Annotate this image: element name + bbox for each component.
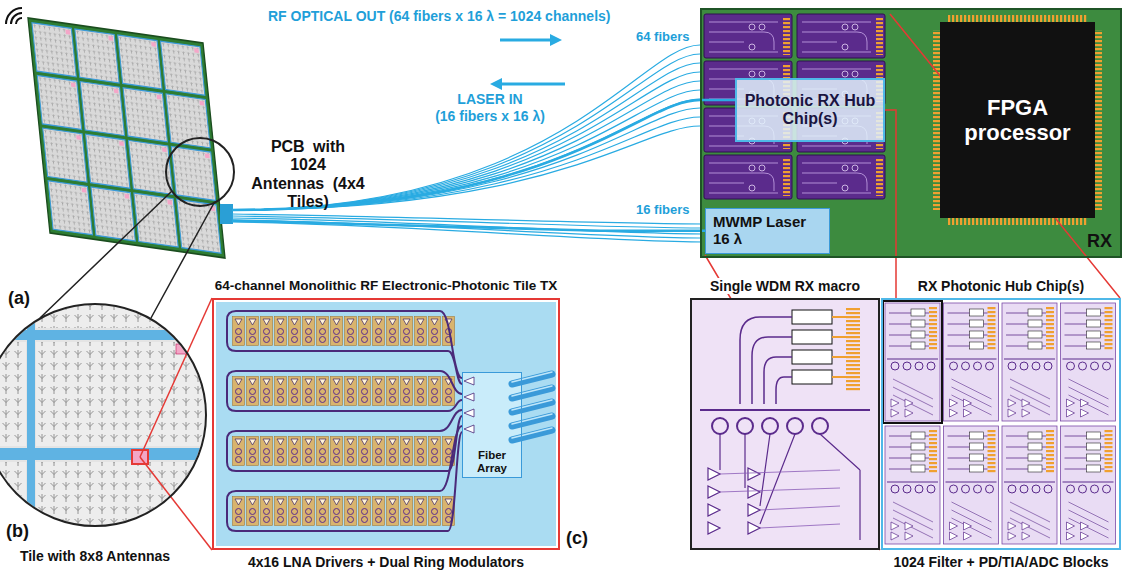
zoom-line bbox=[140, 298, 212, 457]
chip-label: FPGA processor bbox=[953, 95, 1083, 146]
panel-letter: (a) bbox=[8, 288, 30, 309]
grating-couplers bbox=[464, 377, 474, 433]
fiber-fan-laser bbox=[232, 214, 705, 242]
hub-heading: RX Photonic Hub Chip(s) bbox=[915, 278, 1087, 294]
fiber-count: 64 fibers bbox=[636, 30, 689, 45]
hub-blocks bbox=[883, 301, 1116, 544]
signal-label: LASER IN bbox=[415, 91, 565, 107]
zoom-caption: Tile with 8x8 Antennas bbox=[20, 548, 170, 564]
fiber-count: 16 fibers bbox=[636, 203, 689, 218]
antenna-pcb: PCB with 1024 Antennas (4x4 Tiles) bbox=[0, 10, 232, 270]
fiber-array-box: Fiber Array bbox=[462, 372, 522, 478]
rx-board: Photonic RX Hub Chip(s) FPGA processorMWM… bbox=[700, 8, 1122, 258]
laser-label: MWMP Laser 16 λ bbox=[713, 213, 817, 248]
tile-zoom-circle: Tile with 8x8 Antennas bbox=[0, 303, 207, 527]
chip-label: Photonic RX Hub Chip(s) bbox=[740, 92, 880, 129]
rx-hub-box: RX Photonic Hub Chip(s)1024 Filter + PD/… bbox=[881, 298, 1121, 550]
chip-caption: 4x16 LNA Drivers + Dual Ring Modulators bbox=[245, 554, 527, 570]
signal-label: (16 fibers x 16 λ) bbox=[415, 108, 565, 124]
lna-modulator-cells bbox=[232, 316, 456, 526]
tile-closeup bbox=[0, 300, 220, 532]
chip-fill bbox=[216, 302, 556, 546]
signal-label: RF OPTICAL OUT (64 fibers x 16 λ = 1024 … bbox=[268, 8, 610, 24]
pcb-caption: PCB with 1024 Antennas (4x4 Tiles) bbox=[250, 138, 366, 212]
macro-heading: Single WDM RX macro bbox=[707, 278, 863, 294]
chip-heading: 64-channel Monolithic RF Electronic-Phot… bbox=[212, 278, 561, 294]
hub-caption: 1024 Filter + PD/TIA/ADC Blocks bbox=[890, 554, 1111, 570]
photonic-hub-box: Photonic RX Hub Chip(s) bbox=[735, 78, 885, 142]
board-fill bbox=[700, 8, 1122, 258]
tile-tx-chip: Fiber Array64-channel Monolithic RF Elec… bbox=[212, 298, 560, 550]
panel-letter: (c) bbox=[566, 528, 588, 549]
macro-fill bbox=[692, 300, 878, 548]
rx-macro-box: Single WDM RX macro bbox=[690, 298, 880, 550]
array-label: Fiber Array bbox=[464, 449, 520, 475]
board-label: RX bbox=[1087, 231, 1112, 252]
zoom-circle-small bbox=[166, 138, 234, 206]
fpga-chip: FPGA processor bbox=[940, 22, 1095, 218]
laser-box: MWMP Laser 16 λ bbox=[705, 208, 830, 254]
wireless-waves bbox=[6, 8, 22, 24]
fiber-connector bbox=[220, 204, 233, 224]
zoom-leader bbox=[140, 457, 212, 550]
waveguides bbox=[227, 311, 462, 531]
direction-arrow bbox=[490, 34, 565, 90]
zoom-leader bbox=[40, 191, 214, 318]
photonic-chips bbox=[704, 14, 885, 199]
fpga-pins bbox=[933, 15, 1102, 225]
fiber-stubs bbox=[512, 372, 552, 440]
panel-letter: (b) bbox=[6, 521, 29, 542]
macro-layout bbox=[700, 308, 870, 540]
fiber-bundle bbox=[232, 221, 705, 231]
zoom-line bbox=[885, 110, 896, 298]
